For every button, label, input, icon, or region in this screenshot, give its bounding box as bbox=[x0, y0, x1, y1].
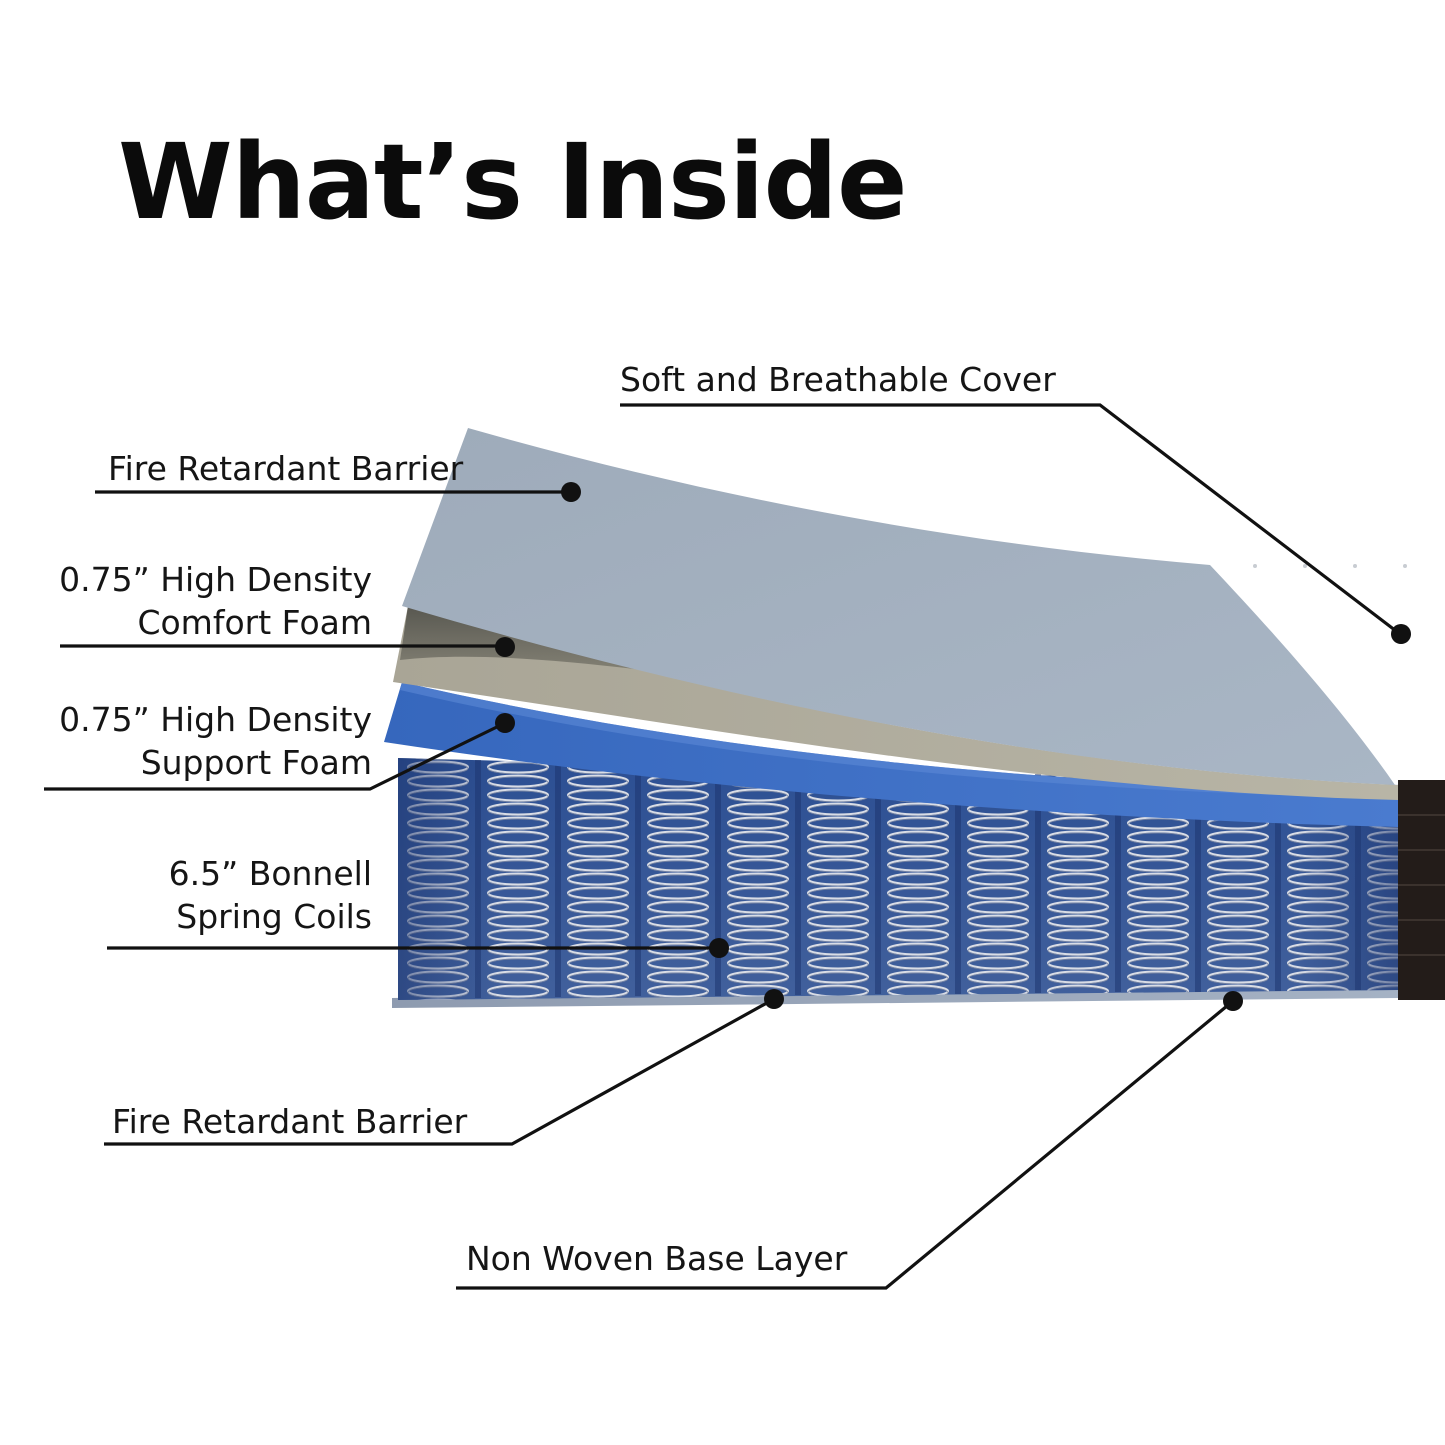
spring-coils-dot bbox=[709, 938, 729, 958]
spring-coils-block bbox=[398, 758, 1400, 1000]
comfort-foam-layer bbox=[393, 606, 1398, 800]
support-foam-label: 0.75” High Density Support Foam bbox=[20, 698, 372, 784]
cover-leader bbox=[620, 403, 1401, 636]
top-barrier-layer bbox=[402, 428, 1395, 785]
comfort-foam-label: 0.75” High Density Comfort Foam bbox=[20, 558, 372, 644]
spring-coils-label-line1: 6.5” Bonnell bbox=[168, 854, 372, 893]
cover-label: Soft and Breathable Cover bbox=[620, 360, 1056, 399]
top-barrier-label: Fire Retardant Barrier bbox=[108, 449, 464, 488]
leader-dots bbox=[495, 482, 1411, 1011]
comfort-foam-label-line2: Comfort Foam bbox=[137, 603, 372, 642]
support-foam-layer bbox=[384, 682, 1398, 827]
top-barrier-dot bbox=[561, 482, 581, 502]
cover-stitch-marks bbox=[1253, 564, 1407, 568]
base-layer-dot bbox=[1223, 991, 1243, 1011]
support-foam-label-line1: 0.75” High Density bbox=[59, 700, 372, 739]
page-title: What’s Inside bbox=[118, 121, 908, 243]
bottom-barrier-dot bbox=[764, 989, 784, 1009]
cover-dot bbox=[1391, 624, 1411, 644]
support-foam-label-line2: Support Foam bbox=[140, 743, 372, 782]
support-foam-dot bbox=[495, 713, 515, 733]
cover-border-panel bbox=[1398, 780, 1445, 1000]
bottom-barrier-leader bbox=[104, 997, 775, 1146]
support-foam-leader bbox=[44, 721, 506, 791]
comfort-foam-dot bbox=[495, 637, 515, 657]
comfort-foam-label-line1: 0.75” High Density bbox=[59, 560, 372, 599]
bottom-barrier-label: Fire Retardant Barrier bbox=[112, 1102, 468, 1141]
base-layer-leader bbox=[456, 999, 1235, 1290]
spring-coils-label: 6.5” Bonnell Spring Coils bbox=[20, 852, 372, 938]
spring-coils-label-line2: Spring Coils bbox=[176, 897, 372, 936]
leader-lines bbox=[44, 403, 1401, 1290]
base-layer-label: Non Woven Base Layer bbox=[466, 1239, 848, 1278]
